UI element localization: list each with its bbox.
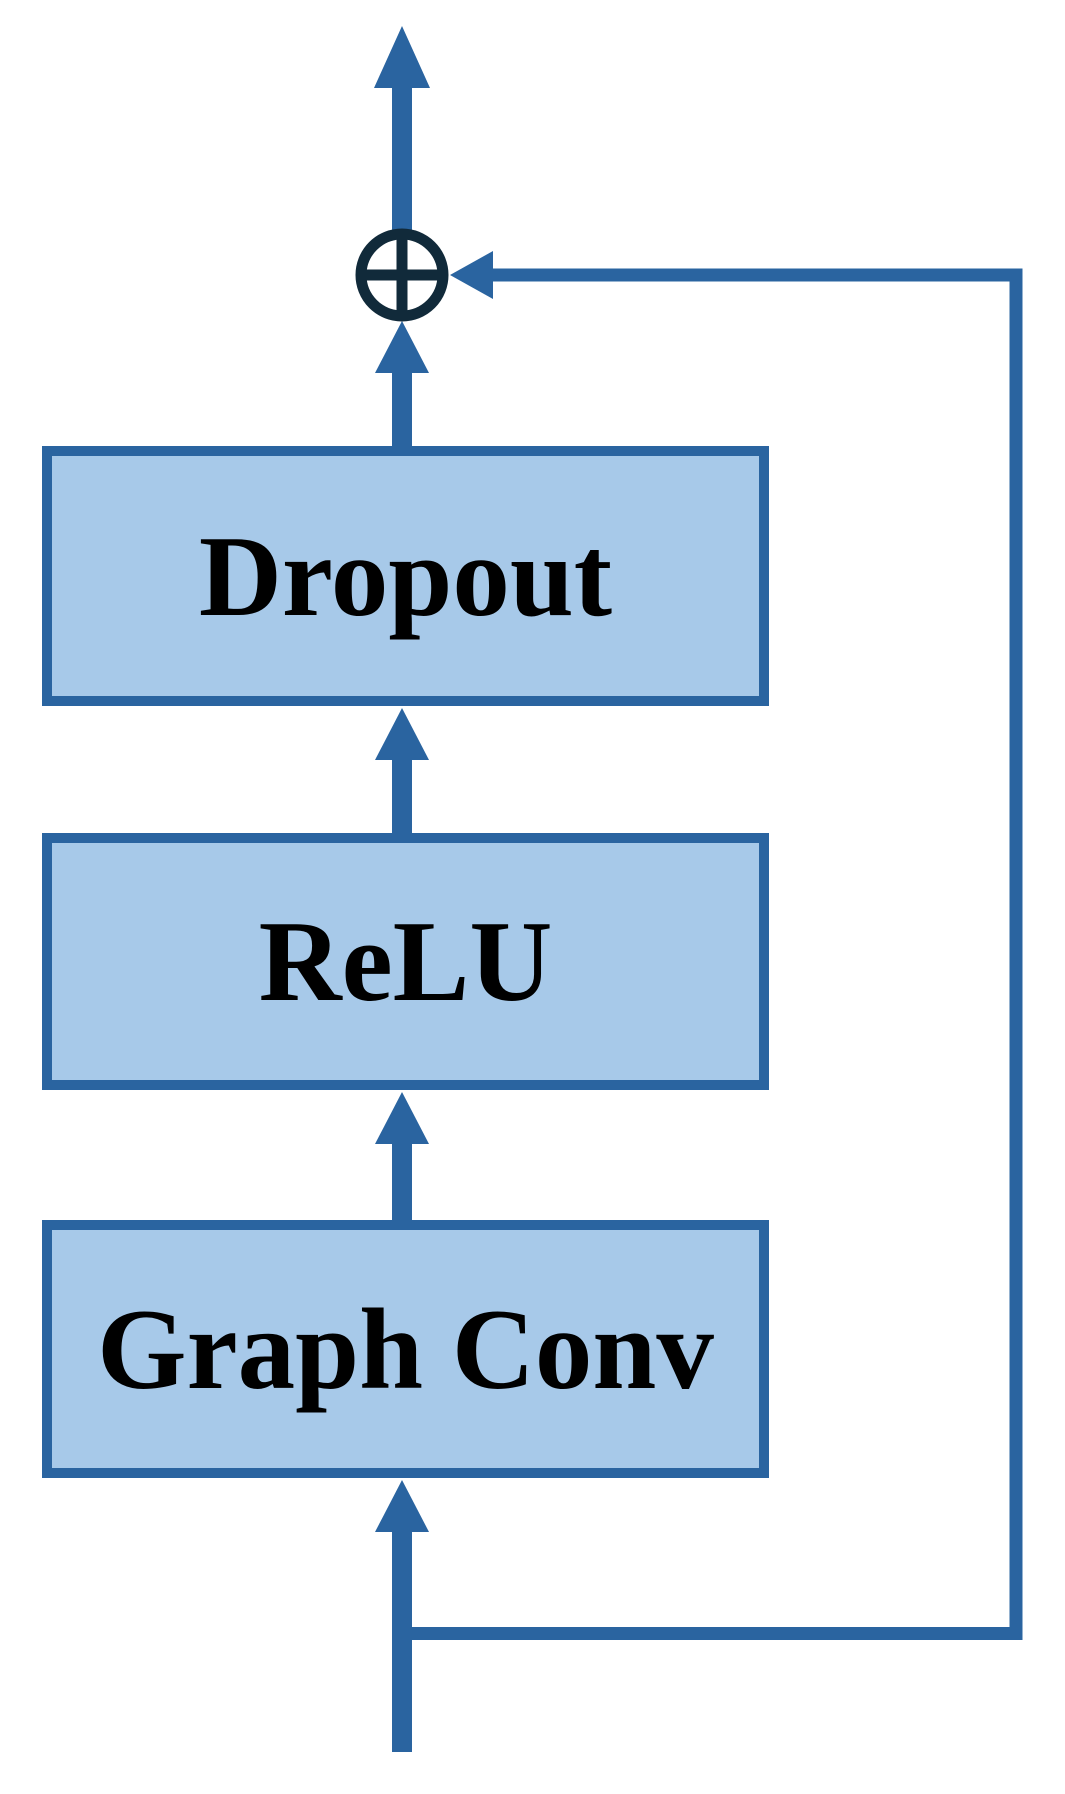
- arrow-graphconv-to-relu: [375, 1092, 429, 1222]
- block-dropout-label: Dropout: [198, 512, 613, 640]
- block-relu: ReLU: [42, 833, 769, 1090]
- arrow-dropout-to-add: [375, 321, 429, 448]
- arrow-relu-to-dropout: [375, 708, 429, 835]
- input-arrow: [375, 1480, 429, 1752]
- block-relu-label: ReLU: [258, 898, 553, 1025]
- skip-arrowhead-icon: [450, 251, 493, 299]
- block-graph-conv-label: Graph Conv: [97, 1285, 714, 1413]
- add-icon: [355, 228, 449, 322]
- block-dropout: Dropout: [42, 446, 769, 706]
- output-arrow: [374, 26, 430, 231]
- block-graph-conv: Graph Conv: [42, 1220, 769, 1478]
- skip-connection-line: [398, 251, 1023, 1640]
